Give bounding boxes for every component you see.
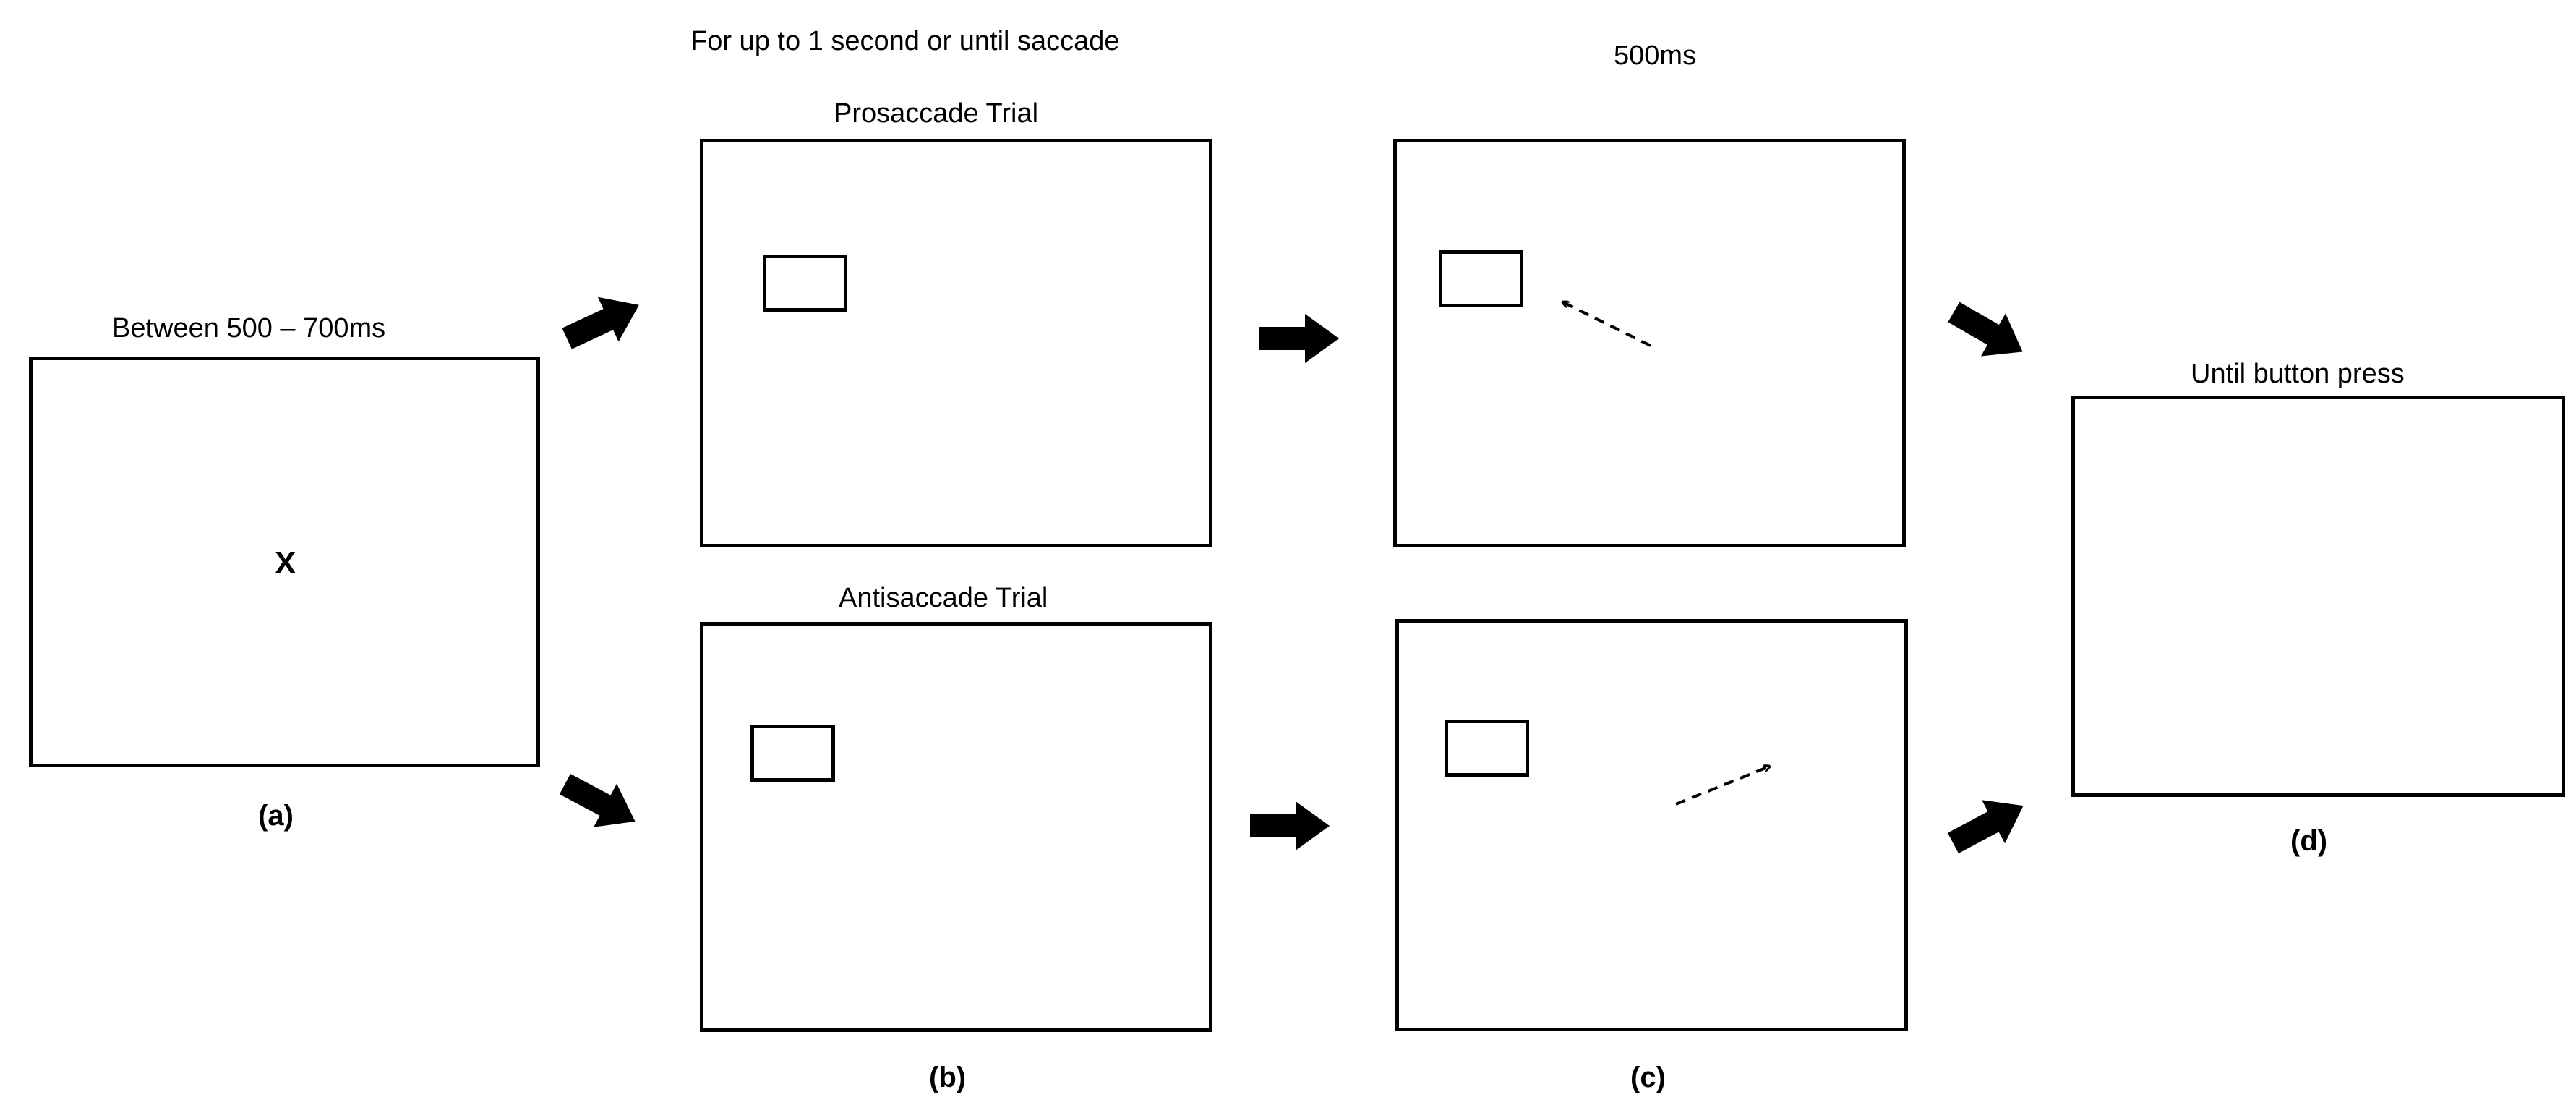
caption-a: (a) xyxy=(258,800,294,832)
block-arrow-icon xyxy=(1250,801,1330,850)
prosaccade-cue-screen xyxy=(700,139,1212,547)
dashed-arrow-icon xyxy=(1675,767,1769,806)
antisaccade-cue-target xyxy=(750,725,835,782)
dashed-arrow-icon xyxy=(1563,302,1651,347)
stage-d-duration-label: Until button press xyxy=(2191,359,2405,389)
prosaccade-response-target xyxy=(1439,250,1523,307)
block-arrow-icon xyxy=(559,774,636,827)
antisaccade-response-target xyxy=(1445,720,1529,777)
stage-a-duration-label: Between 500 – 700ms xyxy=(112,313,386,344)
stage-b-duration-label: For up to 1 second or until saccade xyxy=(690,26,1120,56)
fixation-screen xyxy=(29,357,540,767)
prosaccade-cue-target xyxy=(763,255,847,312)
antisaccade-title: Antisaccade Trial xyxy=(839,583,1048,613)
stage-c-duration-label: 500ms xyxy=(1614,40,1697,71)
block-arrow-icon xyxy=(562,296,639,349)
antisaccade-response-screen xyxy=(1395,619,1908,1031)
caption-d: (d) xyxy=(2290,825,2328,857)
block-arrow-icon xyxy=(1259,314,1339,363)
fixation-cross: X xyxy=(275,545,296,581)
antisaccade-cue-screen xyxy=(700,622,1212,1032)
caption-c: (c) xyxy=(1630,1062,1666,1093)
caption-b: (b) xyxy=(929,1062,967,1093)
prosaccade-response-screen xyxy=(1393,139,1906,547)
block-arrow-icon xyxy=(1947,800,2024,853)
block-arrow-icon xyxy=(1948,302,2023,357)
prosaccade-title: Prosaccade Trial xyxy=(834,98,1039,129)
button-press-screen xyxy=(2071,396,2565,797)
